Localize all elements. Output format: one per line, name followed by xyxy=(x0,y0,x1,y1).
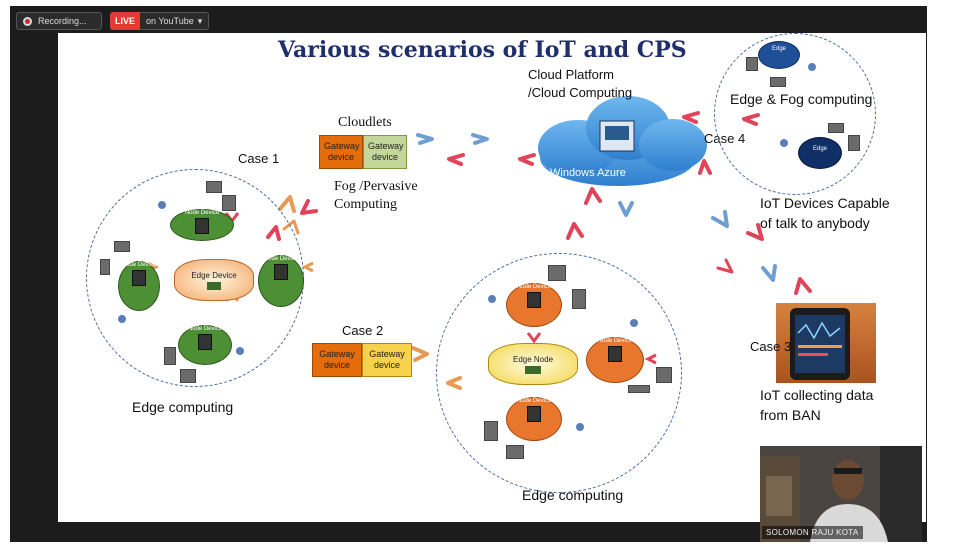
edge-node-bottom: Edge xyxy=(798,137,842,169)
participant-video-tile[interactable]: SOLOMON RAJU KOTA xyxy=(760,446,922,542)
edge-small-label: Edge xyxy=(771,46,786,52)
edge-node-top: Edge xyxy=(758,41,800,69)
cloudlets-label: Cloudlets xyxy=(338,115,392,130)
sensor-photo xyxy=(100,259,110,275)
sensor-icon xyxy=(780,139,788,147)
participant-name: SOLOMON RAJU KOTA xyxy=(762,526,863,539)
edge-node-label: Edge Node xyxy=(512,354,554,364)
sensor-photo xyxy=(506,445,524,459)
sensor-photo xyxy=(572,289,586,309)
gateway-device-left: Gateway device xyxy=(319,135,363,169)
gateway-device-case2-right: Gateway device xyxy=(362,343,412,377)
record-icon xyxy=(23,16,32,26)
node-device-b-top: Node Device xyxy=(506,283,562,327)
device-icon xyxy=(274,264,288,280)
iot-ban-label-1: IoT collecting data xyxy=(760,387,874,403)
sensor-icon xyxy=(118,315,126,323)
live-badge: LIVE xyxy=(110,12,141,30)
gateway-pair-case2: Gateway device Gateway device xyxy=(312,343,412,377)
sensor-photo xyxy=(828,123,844,133)
node-device-bottom: Node Device xyxy=(178,325,232,365)
sensor-photo xyxy=(114,241,130,252)
azure-logo-text: Windows Azure xyxy=(550,167,626,179)
live-platform-label: on YouTube xyxy=(146,16,194,26)
slide-diagram-canvas xyxy=(147,96,876,434)
sensor-icon xyxy=(576,423,584,431)
sensor-photo xyxy=(746,57,758,71)
node-label: Node Device xyxy=(263,256,299,262)
device-icon xyxy=(198,334,212,350)
cloud-platform-label: Cloud Platform xyxy=(528,67,614,82)
node-label: Node Device xyxy=(597,338,633,344)
chevron-down-icon: ▾ xyxy=(197,15,203,26)
edge-device-label: Edge Device xyxy=(191,270,237,280)
cloud-shape xyxy=(538,96,707,186)
edge-small-label: Edge xyxy=(812,146,827,152)
device-icon xyxy=(132,270,146,286)
node-label: Node Device xyxy=(516,398,552,404)
case1-label: Case 1 xyxy=(238,151,280,166)
device-icon xyxy=(608,346,622,362)
sensor-photo xyxy=(656,367,672,383)
live-platform-dropdown[interactable]: on YouTube ▾ xyxy=(140,12,210,30)
node-device-top: Node Device xyxy=(170,209,234,241)
cloud-computing-label: /Cloud Computing xyxy=(528,85,633,100)
sensor-icon xyxy=(808,63,816,71)
sensor-photo xyxy=(848,135,860,151)
ban-phone-image xyxy=(776,303,876,383)
sensor-photo xyxy=(164,347,176,365)
iot-talk-label-2: of talk to anybody xyxy=(760,215,870,231)
node-device-right: Node Device xyxy=(258,255,304,307)
iot-ban-label-2: from BAN xyxy=(760,407,821,423)
fog-label: Fog /Pervasive xyxy=(334,179,418,194)
device-icon xyxy=(527,292,541,308)
device-icon xyxy=(527,406,541,422)
edge-fog-circle xyxy=(714,33,876,195)
node-label: Node Device xyxy=(516,284,552,290)
sensor-photo xyxy=(222,195,236,211)
node-device-left: Node Device xyxy=(118,261,160,311)
iot-talk-label-1: IoT Devices Capable xyxy=(760,195,890,211)
sensor-icon xyxy=(488,295,496,303)
edge-device-hub: Edge Device xyxy=(174,259,254,301)
sensor-photo xyxy=(548,265,566,281)
sensor-photo xyxy=(628,385,650,393)
edge-node-hub: Edge Node xyxy=(488,343,578,385)
gateway-device-right: Gateway device xyxy=(363,135,407,169)
node-device-b-right: Node Device xyxy=(586,337,644,383)
sensor-icon xyxy=(630,319,638,327)
live-streaming-control[interactable]: LIVE on YouTube ▾ xyxy=(110,12,210,30)
fog-label-2: Computing xyxy=(334,197,398,212)
case2-label: Case 2 xyxy=(342,323,384,338)
sensor-icon xyxy=(158,201,166,209)
case3-label: Case 3 xyxy=(750,339,792,354)
recording-indicator[interactable]: Recording... xyxy=(16,12,102,30)
shared-slide: Various scenarios of IoT and CPS Cloud P… xyxy=(58,33,926,522)
node-device-b-bottom: Node Device xyxy=(506,397,562,441)
sensor-photo xyxy=(484,421,498,441)
node-label: Node Device xyxy=(121,262,157,268)
gateway-pair-cloudlets: Gateway device Gateway device xyxy=(319,135,407,169)
sensor-photo xyxy=(770,77,786,87)
node-label: Node Device xyxy=(187,326,223,332)
sensor-photo xyxy=(180,369,196,383)
sensor-photo xyxy=(206,181,222,193)
edge-computing-left-label: Edge computing xyxy=(132,399,234,415)
edge-computing-bottom-label: Edge computing xyxy=(522,487,624,503)
edge-circle-case2 xyxy=(436,253,682,493)
board-icon xyxy=(525,365,541,374)
node-label: Node Device xyxy=(184,210,220,216)
sensor-icon xyxy=(236,347,244,355)
device-icon xyxy=(195,218,209,234)
gateway-device-case2-left: Gateway device xyxy=(312,343,362,377)
edge-fog-label: Edge & Fog computing xyxy=(730,91,873,107)
board-icon xyxy=(207,281,221,290)
recording-label: Recording... xyxy=(38,16,87,26)
slide-title: Various scenarios of IoT and CPS xyxy=(278,37,687,63)
